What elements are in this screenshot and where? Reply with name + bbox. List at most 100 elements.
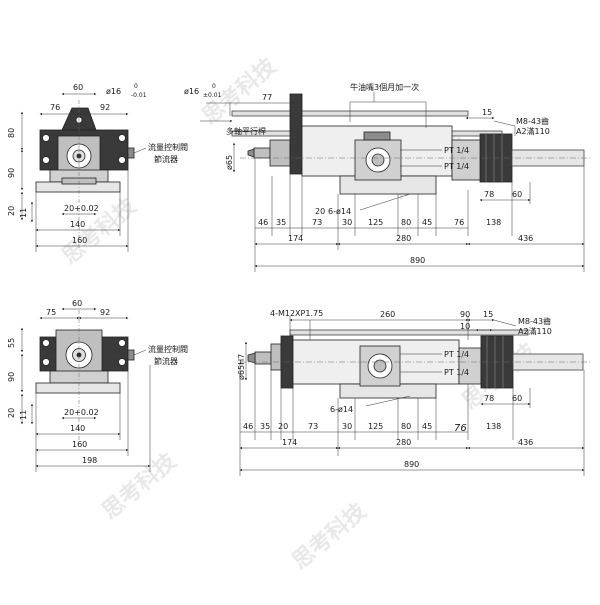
dim-text: 35 — [260, 422, 270, 431]
flow-valve-label: 流量控制閥 — [148, 344, 188, 354]
dim-text: 76 — [454, 423, 467, 434]
dim-text: 0 — [212, 83, 216, 90]
dim-text: 90 — [7, 372, 16, 382]
dim-text: 90 — [460, 310, 470, 319]
dim-text: ø65H7 — [237, 354, 246, 380]
bottom-side-view — [240, 329, 592, 399]
bottom-end-view-labels: 75 60 92 55 90 20 11 20+0.02 140 160 198… — [7, 299, 188, 465]
pulley-spec-label: A2滿110 — [516, 126, 550, 136]
dim-text: ±0.01 — [203, 92, 222, 99]
dim-text: 174 — [288, 234, 303, 243]
throttle-label: 節流器 — [154, 356, 178, 366]
port-label: PT 1/4 — [444, 162, 469, 171]
dim-text: 60 — [512, 394, 522, 403]
dim-text: 35 — [276, 218, 286, 227]
dim-text: 78 — [484, 190, 494, 199]
dim-text: 140 — [70, 220, 85, 229]
thread-spec-label: 4-M12XP1.75 — [270, 309, 323, 318]
port-label: PT 1/4 — [444, 146, 469, 155]
dim-text: 15 — [482, 108, 492, 117]
dim-text: -0.01 — [131, 92, 147, 99]
top-side-view-labels: ø16 0 ±0.01 77 ø65 15 46 35 20 73 30 125… — [184, 82, 550, 265]
bottom-side-view-labels: 4-M12XP1.75 260 90 15 10 ø65H7 46 35 20 … — [237, 309, 552, 469]
flow-valve-label: 流量控制閥 — [148, 142, 188, 152]
dim-text: 260 — [380, 310, 395, 319]
bottom-side-view-dimensions — [239, 316, 585, 476]
bolt-hole-label: 6-ø14 — [330, 405, 353, 414]
dim-text: 125 — [368, 218, 383, 227]
dim-text: 76 — [454, 218, 464, 227]
gear-spec-label: M8-43齒 — [518, 316, 551, 326]
dim-text: 890 — [410, 256, 425, 265]
dim-text: 174 — [282, 438, 297, 447]
watermark: 思考科技 — [288, 498, 372, 574]
dim-text: 60 — [72, 299, 82, 308]
grease-note-label: 牛油嘴3個月加一次 — [350, 82, 419, 92]
dim-text: 92 — [100, 103, 110, 112]
dim-text: 60 — [512, 190, 522, 199]
dim-text: 46 — [258, 218, 268, 227]
dim-text: 15 — [483, 310, 493, 319]
dim-text: 11 — [19, 208, 28, 218]
dim-text: 280 — [396, 438, 411, 447]
dim-text: 138 — [486, 218, 501, 227]
top-side-view-dimensions — [200, 92, 585, 272]
gear-spec-label: M8-43齒 — [516, 116, 549, 126]
dim-text: 30 — [342, 218, 352, 227]
dim-text: 80 — [7, 128, 16, 138]
dim-text: 160 — [72, 440, 87, 449]
dim-text: 73 — [308, 422, 318, 431]
dim-text: 20+0.02 — [64, 408, 99, 417]
dim-text: 20 — [278, 422, 288, 431]
dim-text: 280 — [396, 234, 411, 243]
dim-text: 75 — [46, 308, 56, 317]
dim-text: 20 — [315, 207, 325, 216]
dim-text: 30 — [342, 422, 352, 431]
multi-axis-rod-label: 多軸平行桿 — [226, 126, 266, 136]
dim-text: 45 — [422, 218, 432, 227]
dim-text: 125 — [368, 422, 383, 431]
bottom-end-view — [35, 310, 135, 440]
dim-text: 10 — [460, 322, 470, 331]
dim-text: 436 — [518, 234, 533, 243]
dim-text: ø16 — [106, 87, 121, 96]
dim-text: 140 — [70, 424, 85, 433]
dim-text: 80 — [401, 422, 411, 431]
top-side-view — [231, 93, 592, 195]
dim-text: ø65 — [225, 155, 234, 170]
dim-text: ø16 — [184, 87, 199, 96]
dim-text: 0 — [134, 83, 138, 90]
dim-text: 890 — [404, 460, 419, 469]
dim-text: 436 — [518, 438, 533, 447]
dim-text: 60 — [73, 83, 83, 92]
dim-text: 198 — [82, 456, 97, 465]
port-label: PT 1/4 — [444, 350, 469, 359]
dim-text: 78 — [484, 394, 494, 403]
dim-text: 20 — [7, 206, 16, 216]
bottom-end-view-dimensions — [20, 307, 151, 472]
dim-text: 77 — [262, 93, 272, 102]
port-label: PT 1/4 — [444, 368, 469, 377]
dim-text: 20+0.02 — [64, 204, 99, 213]
dim-text: 20 — [7, 408, 16, 418]
dim-text: 92 — [100, 308, 110, 317]
dim-text: 11 — [19, 410, 28, 420]
throttle-label: 節流器 — [154, 154, 178, 164]
watermark: 思考科技 — [98, 448, 182, 524]
dim-text: 46 — [243, 422, 253, 431]
dim-text: 76 — [50, 103, 60, 112]
dim-text: 90 — [7, 168, 16, 178]
dim-text: 160 — [72, 236, 87, 245]
top-end-view — [35, 100, 135, 250]
dim-text: 45 — [422, 422, 432, 431]
dim-text: 80 — [401, 218, 411, 227]
dim-text: 73 — [312, 218, 322, 227]
dim-text: 55 — [7, 338, 16, 348]
top-end-view-labels: 60 ø16 0 -0.01 76 92 80 90 20 11 20+0.02… — [7, 83, 188, 245]
dim-text: 138 — [486, 422, 501, 431]
top-end-view-dimensions — [20, 92, 147, 252]
bolt-hole-label: 6-ø14 — [328, 207, 351, 216]
pulley-spec-label: A2滿110 — [518, 326, 552, 336]
